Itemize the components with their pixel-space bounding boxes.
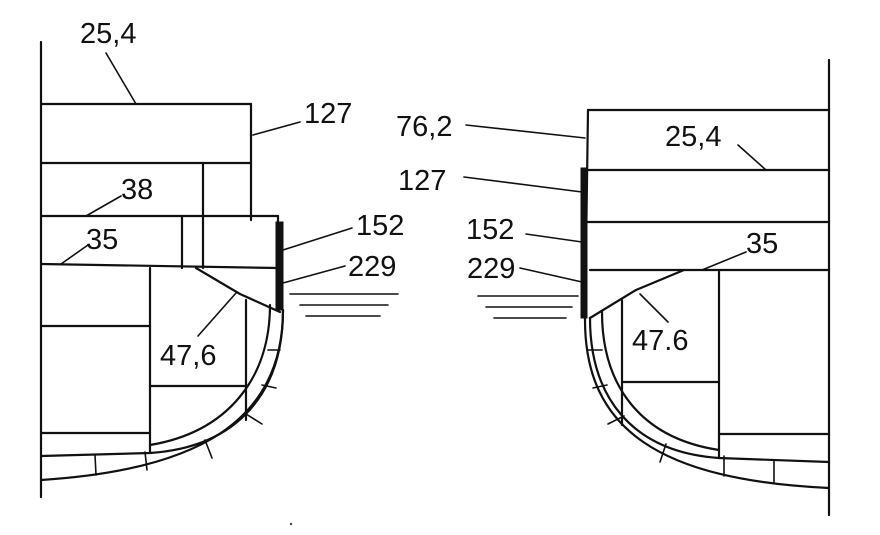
label-right-76-2: 76,2 [396, 111, 452, 143]
label-left-229: 229 [348, 251, 396, 283]
left-hull-section: 25,4 127 38 35 152 229 47,6 [39, 18, 404, 499]
right-leader-76-2 [465, 124, 586, 139]
right-leader-47-6 [639, 293, 669, 323]
right-leader-25-4 [737, 144, 767, 171]
label-left-152: 152 [356, 210, 404, 242]
label-left-sheer: 127 [304, 98, 352, 130]
right-knee-bracket [588, 268, 686, 320]
left-leader-25-4 [105, 52, 137, 105]
label-left-38: 38 [121, 174, 153, 206]
label-left-47-6: 47,6 [160, 340, 216, 372]
label-right-35: 35 [746, 228, 778, 260]
label-right-152: 152 [466, 214, 514, 246]
left-leader-47-6 [197, 292, 237, 337]
label-right-25-4: 25,4 [665, 121, 721, 153]
right-leader-152 [525, 233, 583, 243]
right-plank-joint [592, 384, 608, 389]
right-hull-inner [588, 316, 831, 464]
left-leader-38 [85, 195, 122, 217]
left-leader-229 [282, 265, 346, 284]
right-hull-mid [600, 310, 721, 452]
label-right-127: 127 [398, 165, 446, 197]
left-leader-35 [60, 244, 89, 265]
left-leader-152 [282, 227, 353, 251]
right-leader-35 [701, 251, 747, 271]
left-plank-joint [245, 413, 263, 425]
right-plank-joint [659, 443, 667, 463]
left-row-line-3 [39, 262, 280, 270]
right-leader-127 [463, 176, 583, 193]
left-plank-joint [204, 439, 213, 459]
right-plank-joint [607, 415, 625, 425]
label-left-35: 35 [86, 224, 118, 256]
left-plank-joint [144, 451, 148, 471]
label-right-47-6: 47.6 [632, 325, 688, 357]
label-right-229: 229 [467, 253, 515, 285]
right-hull-outer [583, 318, 831, 490]
left-sheer-strake [275, 221, 284, 311]
scan-speck [289, 522, 293, 526]
left-knee-bracket [194, 266, 282, 314]
right-leader-229 [519, 267, 583, 283]
right-sheer-strake [580, 167, 588, 319]
left-hull-mid [148, 303, 272, 447]
left-plank-joint [94, 454, 97, 476]
label-left-deck: 25,4 [80, 18, 136, 50]
left-leader-127 [252, 121, 301, 136]
right-hull-section: 76,2 25,4 127 152 229 35 47.6 [396, 58, 831, 517]
left-plank-joint [261, 384, 277, 389]
